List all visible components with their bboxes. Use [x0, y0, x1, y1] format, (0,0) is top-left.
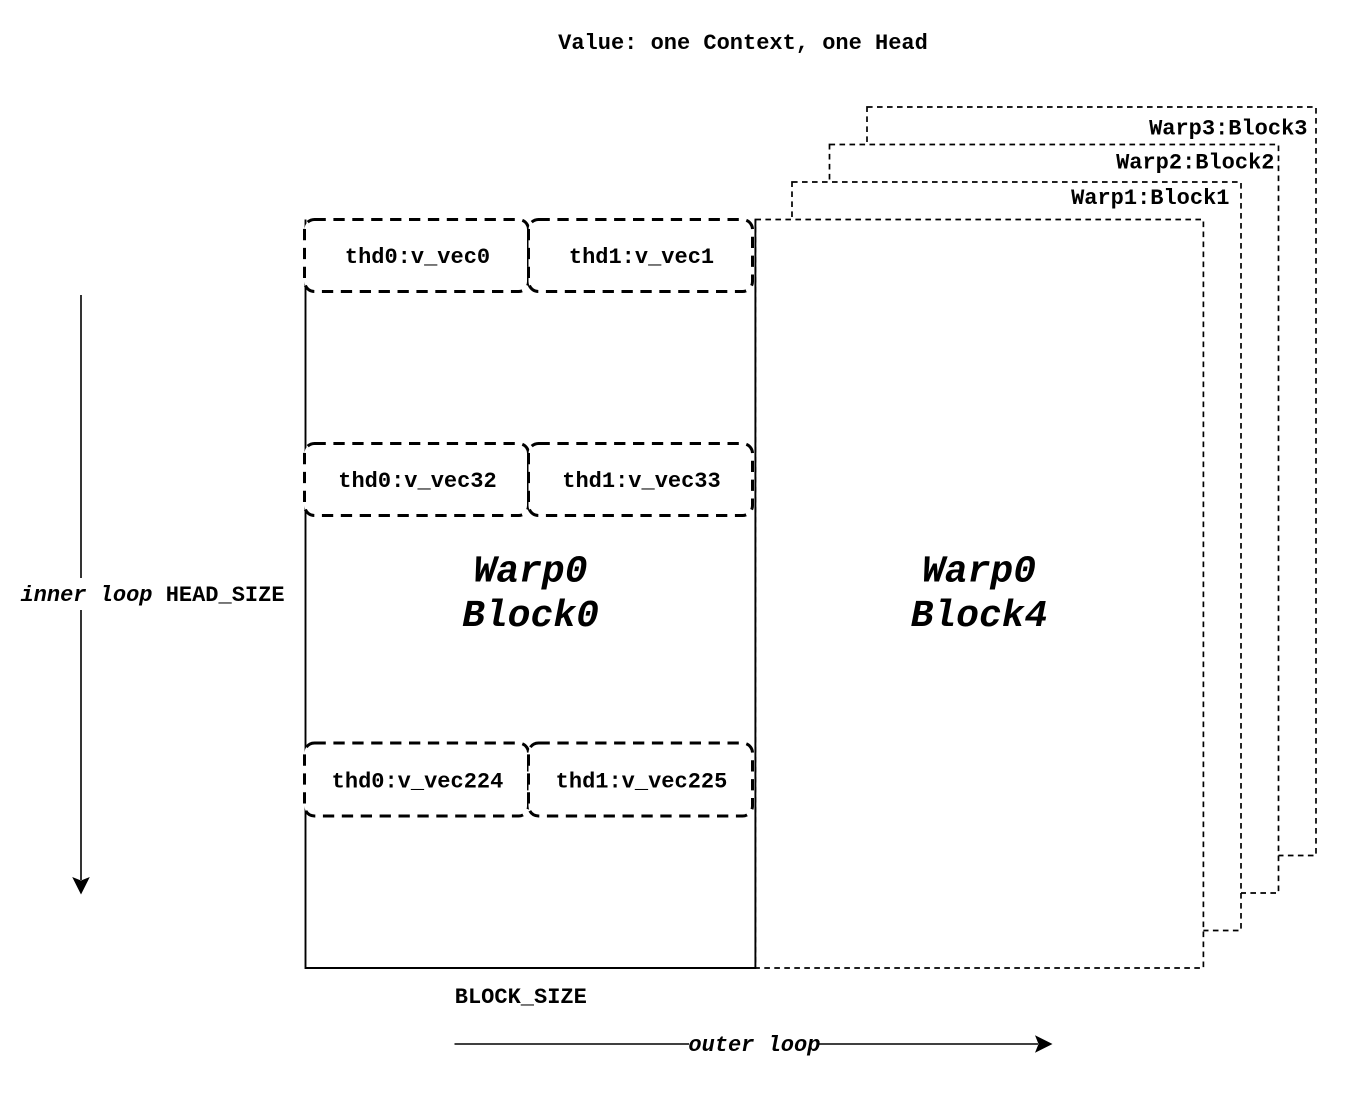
svg-text:thd0:v_vec0: thd0:v_vec0	[345, 245, 490, 270]
svg-text:thd1:v_vec225: thd1:v_vec225	[556, 770, 728, 795]
svg-text:Block0: Block0	[462, 595, 599, 638]
svg-text:Warp0: Warp0	[473, 551, 587, 594]
svg-text:Value: one Context, one Head: Value: one Context, one Head	[558, 31, 928, 56]
svg-text:Warp1:Block1: Warp1:Block1	[1071, 186, 1229, 211]
svg-text:outer loop: outer loop	[688, 1033, 820, 1058]
svg-text:inner loop HEAD_SIZE: inner loop HEAD_SIZE	[20, 583, 284, 608]
svg-text:Warp3:Block3: Warp3:Block3	[1149, 116, 1307, 141]
svg-text:BLOCK_SIZE: BLOCK_SIZE	[455, 985, 587, 1010]
svg-text:thd1:v_vec33: thd1:v_vec33	[562, 469, 720, 494]
svg-text:thd1:v_vec1: thd1:v_vec1	[569, 245, 714, 270]
svg-text:thd0:v_vec224: thd0:v_vec224	[332, 770, 504, 795]
svg-text:Warp2:Block2: Warp2:Block2	[1116, 150, 1274, 175]
svg-text:Block4: Block4	[911, 595, 1048, 638]
svg-text:thd0:v_vec32: thd0:v_vec32	[338, 469, 496, 494]
svg-text:Warp0: Warp0	[922, 551, 1036, 594]
